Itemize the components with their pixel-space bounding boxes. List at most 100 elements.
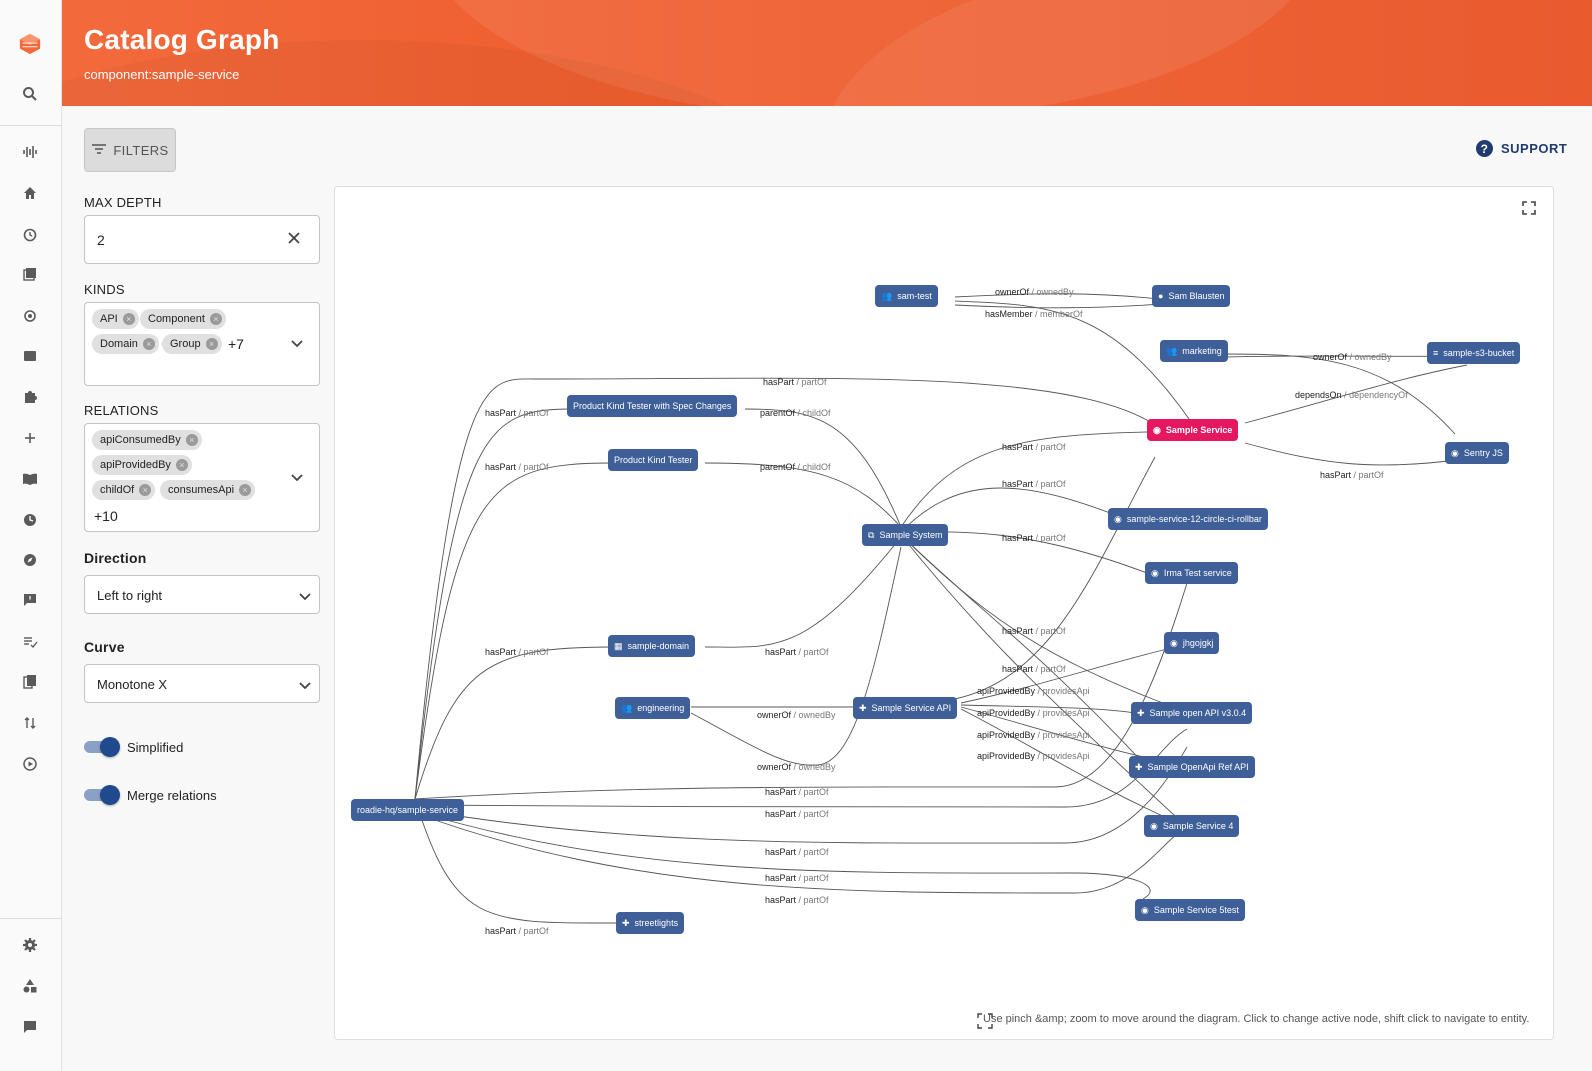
chevron-down-icon[interactable] bbox=[299, 679, 311, 693]
kind-chip[interactable]: Domain× bbox=[92, 334, 159, 354]
edge-label: hasPart / partOf bbox=[765, 809, 829, 819]
graph-edge bbox=[414, 408, 574, 800]
edge-label: hasPart / partOf bbox=[1002, 479, 1066, 489]
edge-label: hasPart / partOf bbox=[485, 408, 549, 418]
alarm-icon[interactable] bbox=[18, 222, 42, 246]
filters-button-label: FILTERS bbox=[113, 142, 169, 158]
relation-chip[interactable]: apiProvidedBy× bbox=[92, 455, 192, 475]
support-label: SUPPORT bbox=[1501, 141, 1568, 156]
play-icon[interactable] bbox=[18, 752, 42, 776]
relation-chip[interactable]: childOf× bbox=[92, 480, 156, 500]
graph-node-api[interactable]: ✚streetlights bbox=[616, 912, 685, 934]
chip-label: Group bbox=[170, 338, 201, 350]
toggle-knob bbox=[100, 785, 120, 805]
edge-label: hasMember / memberOf bbox=[985, 309, 1083, 319]
chip-remove-icon[interactable]: × bbox=[139, 484, 152, 496]
graph-node-domain[interactable]: ▦sample-domain bbox=[608, 635, 696, 657]
node-label: Sample OpenApi Ref API bbox=[1147, 762, 1249, 772]
edge-label: ownerOf / ownedBy bbox=[1313, 352, 1392, 362]
graph-node-user[interactable]: ●Sam Blausten bbox=[1152, 285, 1231, 307]
header-decoration bbox=[822, 0, 1592, 106]
clock-icon[interactable] bbox=[18, 508, 42, 532]
edge-label: ownerOf / ownedBy bbox=[995, 287, 1074, 297]
chip-remove-icon[interactable]: × bbox=[209, 313, 222, 325]
add-icon[interactable] bbox=[18, 426, 42, 450]
settings-icon[interactable] bbox=[18, 933, 42, 957]
file-copy-icon[interactable] bbox=[18, 670, 42, 694]
graph-edge bbox=[1244, 364, 1468, 424]
chevron-down-icon[interactable] bbox=[291, 471, 303, 485]
chevron-down-icon[interactable] bbox=[291, 337, 303, 351]
graph-node-component[interactable]: Product Kind Tester with Spec Changes bbox=[567, 395, 738, 417]
graph-node-system[interactable]: ⧉Sample System bbox=[862, 524, 949, 546]
kind-chip[interactable]: Group × bbox=[162, 334, 222, 354]
node-label: Sam Blausten bbox=[1168, 291, 1225, 301]
swap-vert-icon[interactable] bbox=[18, 711, 42, 735]
chevron-down-icon[interactable] bbox=[299, 590, 311, 604]
max-depth-value: 2 bbox=[97, 232, 105, 248]
edge-label: ownerOf / ownedBy bbox=[757, 762, 836, 772]
chip-remove-icon[interactable]: × bbox=[122, 313, 135, 325]
extension-icon[interactable] bbox=[18, 385, 42, 409]
simplified-toggle[interactable] bbox=[84, 737, 120, 757]
graph-node-component[interactable]: Product Kind Tester bbox=[608, 449, 699, 471]
graph-node-api[interactable]: ✚Sample open API v3.0.4 bbox=[1131, 702, 1253, 724]
edge-label: hasPart / partOf bbox=[765, 895, 829, 905]
relation-chip[interactable]: apiConsumedBy× bbox=[92, 430, 202, 450]
relations-select[interactable]: apiConsumedBy× apiProvidedBy× childOf× c… bbox=[84, 423, 320, 532]
graph-node-component[interactable]: ◉sample-service-12-circle-ci-rollbar bbox=[1108, 508, 1268, 530]
graph-edge bbox=[414, 798, 624, 924]
chip-remove-icon[interactable]: × bbox=[239, 484, 252, 496]
graph-edge bbox=[414, 646, 614, 800]
graph-node-component[interactable]: ◉Sentry JS bbox=[1445, 442, 1509, 464]
chat-icon[interactable] bbox=[18, 1015, 42, 1039]
graph-node-component[interactable]: ◉Irma Test service bbox=[1145, 562, 1238, 584]
chip-remove-icon[interactable]: × bbox=[142, 338, 155, 350]
graph-node-group[interactable]: 👥sam-test bbox=[875, 285, 938, 307]
clear-icon[interactable] bbox=[287, 231, 301, 250]
node-label: roadie-hq/sample-service bbox=[357, 805, 459, 815]
target-icon[interactable] bbox=[18, 304, 42, 328]
graph-node-resource[interactable]: ≡sample-s3-bucket bbox=[1427, 342, 1521, 364]
filters-button[interactable]: FILTERS bbox=[84, 128, 176, 172]
node-label: jhgojgkj bbox=[1182, 638, 1214, 648]
graph-node-group[interactable]: 👥marketing bbox=[1160, 340, 1228, 362]
graph-edge bbox=[744, 408, 902, 528]
direction-select[interactable]: Left to right bbox=[84, 575, 320, 614]
chip-remove-icon[interactable]: × bbox=[205, 338, 218, 350]
explore-icon[interactable] bbox=[18, 548, 42, 572]
docs-icon[interactable] bbox=[18, 467, 42, 491]
chip-remove-icon[interactable]: × bbox=[185, 434, 198, 446]
activity-icon[interactable] bbox=[18, 140, 42, 164]
category-icon[interactable] bbox=[18, 974, 42, 998]
relation-chip[interactable]: consumesApi× bbox=[160, 480, 256, 500]
graph-node-active[interactable]: ◉Sample Service bbox=[1147, 419, 1239, 441]
node-label: sam-test bbox=[897, 291, 932, 301]
graph-node-group[interactable]: 👥engineering bbox=[615, 697, 691, 719]
graph-node-api[interactable]: ✚Sample OpenApi Ref API bbox=[1129, 756, 1255, 778]
checklist-icon[interactable] bbox=[18, 630, 42, 654]
edge-label: hasPart / partOf bbox=[485, 462, 549, 472]
max-depth-input[interactable]: 2 bbox=[84, 215, 320, 264]
graph-node-component[interactable]: roadie-hq/sample-service bbox=[351, 799, 465, 821]
kind-chip[interactable]: Component× bbox=[140, 309, 226, 329]
graph-node-component[interactable]: ◉Sample Service 4 bbox=[1144, 815, 1240, 837]
chip-remove-icon[interactable]: × bbox=[175, 459, 188, 471]
home-icon[interactable] bbox=[18, 181, 42, 205]
edge-label: apiProvidedBy / providesApi bbox=[977, 708, 1090, 718]
kind-chip[interactable]: API× bbox=[92, 309, 139, 329]
graph-node-api[interactable]: ✚Sample Service API bbox=[853, 697, 958, 719]
search-icon[interactable] bbox=[18, 82, 42, 106]
kinds-select[interactable]: API× Component× Domain× Group× +7 bbox=[84, 302, 320, 386]
library-icon[interactable] bbox=[18, 262, 42, 286]
logo-icon[interactable] bbox=[18, 32, 42, 56]
graph-node-component[interactable]: ◉jhgojgkj bbox=[1164, 632, 1220, 654]
feedback-icon[interactable] bbox=[18, 588, 42, 612]
merge-relations-toggle[interactable] bbox=[84, 785, 120, 805]
catalog-graph-canvas[interactable]: 👥sam-test ●Sam Blausten 👥marketing ≡samp… bbox=[334, 186, 1554, 1040]
dev-icon[interactable] bbox=[18, 344, 42, 368]
edge-label: parentOf / childOf bbox=[760, 408, 831, 418]
curve-select[interactable]: Monotone X bbox=[84, 664, 320, 703]
graph-node-component[interactable]: ◉Sample Service 5test bbox=[1135, 899, 1245, 921]
support-button[interactable]: ? SUPPORT bbox=[1476, 140, 1567, 157]
